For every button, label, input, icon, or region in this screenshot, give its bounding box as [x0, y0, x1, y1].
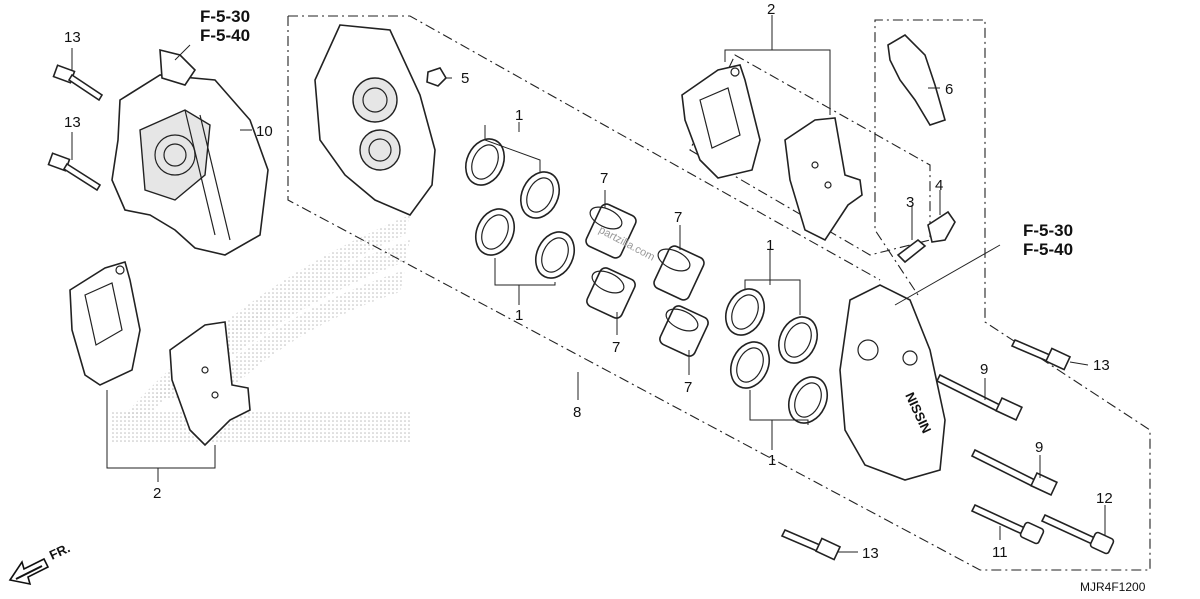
- callout-13-b: 13: [64, 114, 81, 131]
- diagram-code: MJR4F1200: [1080, 580, 1146, 594]
- ref-code-top-left-b: F-5-40: [200, 26, 250, 45]
- left-caliper[interactable]: [111, 48, 269, 256]
- callout-8: 8: [573, 404, 581, 421]
- bolt-13-lower-left[interactable]: [47, 152, 102, 192]
- leader-lines: [71, 15, 1106, 553]
- honda-wing-watermark: [110, 215, 410, 444]
- assembly-boundary: [287, 15, 1151, 571]
- piston-seals-right[interactable]: [719, 283, 835, 430]
- ref-code-right-b: F-5-40: [1023, 240, 1073, 259]
- callout-10: 10: [256, 123, 273, 140]
- direction-label: FR.: [47, 540, 72, 562]
- front-direction-indicator: FR.: [8, 540, 72, 586]
- caliper-body-outer[interactable]: NISSIN: [839, 284, 946, 481]
- callout-9-b: 9: [1035, 439, 1043, 456]
- callout-7-d: 7: [684, 379, 692, 396]
- callout-3: 3: [906, 194, 914, 211]
- bolt-12[interactable]: [1040, 513, 1115, 555]
- callout-13-a: 13: [64, 29, 81, 46]
- callout-7-c: 7: [612, 339, 620, 356]
- callout-1-a: 1: [515, 107, 523, 124]
- callout-12: 12: [1096, 490, 1113, 507]
- slide-pin-9-lower[interactable]: [970, 448, 1058, 497]
- callout-7-a: 7: [600, 170, 608, 187]
- callout-2-top: 2: [767, 1, 775, 18]
- bleeder-valve-4[interactable]: [927, 210, 956, 243]
- callout-4: 4: [935, 177, 943, 194]
- top-brake-pad-rear[interactable]: [784, 117, 863, 242]
- bolt-13-right-lower[interactable]: [780, 528, 842, 561]
- callout-11: 11: [992, 544, 1008, 561]
- ref-code-top-left-a: F-5-30: [200, 7, 250, 26]
- bolt-13-right-upper[interactable]: [1010, 338, 1072, 371]
- callout-1-c: 1: [766, 237, 774, 254]
- left-brake-pad-rear[interactable]: [169, 321, 251, 447]
- callout-6: 6: [945, 81, 953, 98]
- reference-codes: F-5-30 F-5-40 F-5-30 F-5-40: [200, 7, 1073, 259]
- left-brake-pad-front[interactable]: [69, 260, 141, 386]
- slide-pin-9-upper[interactable]: [935, 373, 1023, 422]
- callout-1-b: 1: [515, 307, 523, 324]
- callout-2-left: 2: [153, 485, 161, 502]
- bleeder-cap-5[interactable]: [426, 67, 448, 87]
- caliper-body-inner[interactable]: [314, 24, 436, 216]
- bolt-13-upper-left[interactable]: [52, 64, 104, 102]
- pad-spring-6[interactable]: [887, 33, 946, 126]
- pistons-7[interactable]: [584, 202, 710, 358]
- screw-3[interactable]: [896, 238, 927, 264]
- callout-7-b: 7: [674, 209, 682, 226]
- callout-5: 5: [461, 70, 469, 87]
- piston-seals-left[interactable]: [459, 133, 582, 285]
- bolt-11[interactable]: [970, 503, 1045, 545]
- callout-9-a: 9: [980, 361, 988, 378]
- callout-labels: 13 13 10 5 1 1 1 1 2 2 3 4 6 7 7 7 7 8 9…: [64, 1, 1113, 562]
- ref-code-right-a: F-5-30: [1023, 221, 1073, 240]
- callout-1-d: 1: [768, 452, 776, 469]
- callout-13-d: 13: [862, 545, 879, 562]
- callout-13-c: 13: [1093, 357, 1110, 374]
- top-brake-pad-front[interactable]: [681, 64, 761, 179]
